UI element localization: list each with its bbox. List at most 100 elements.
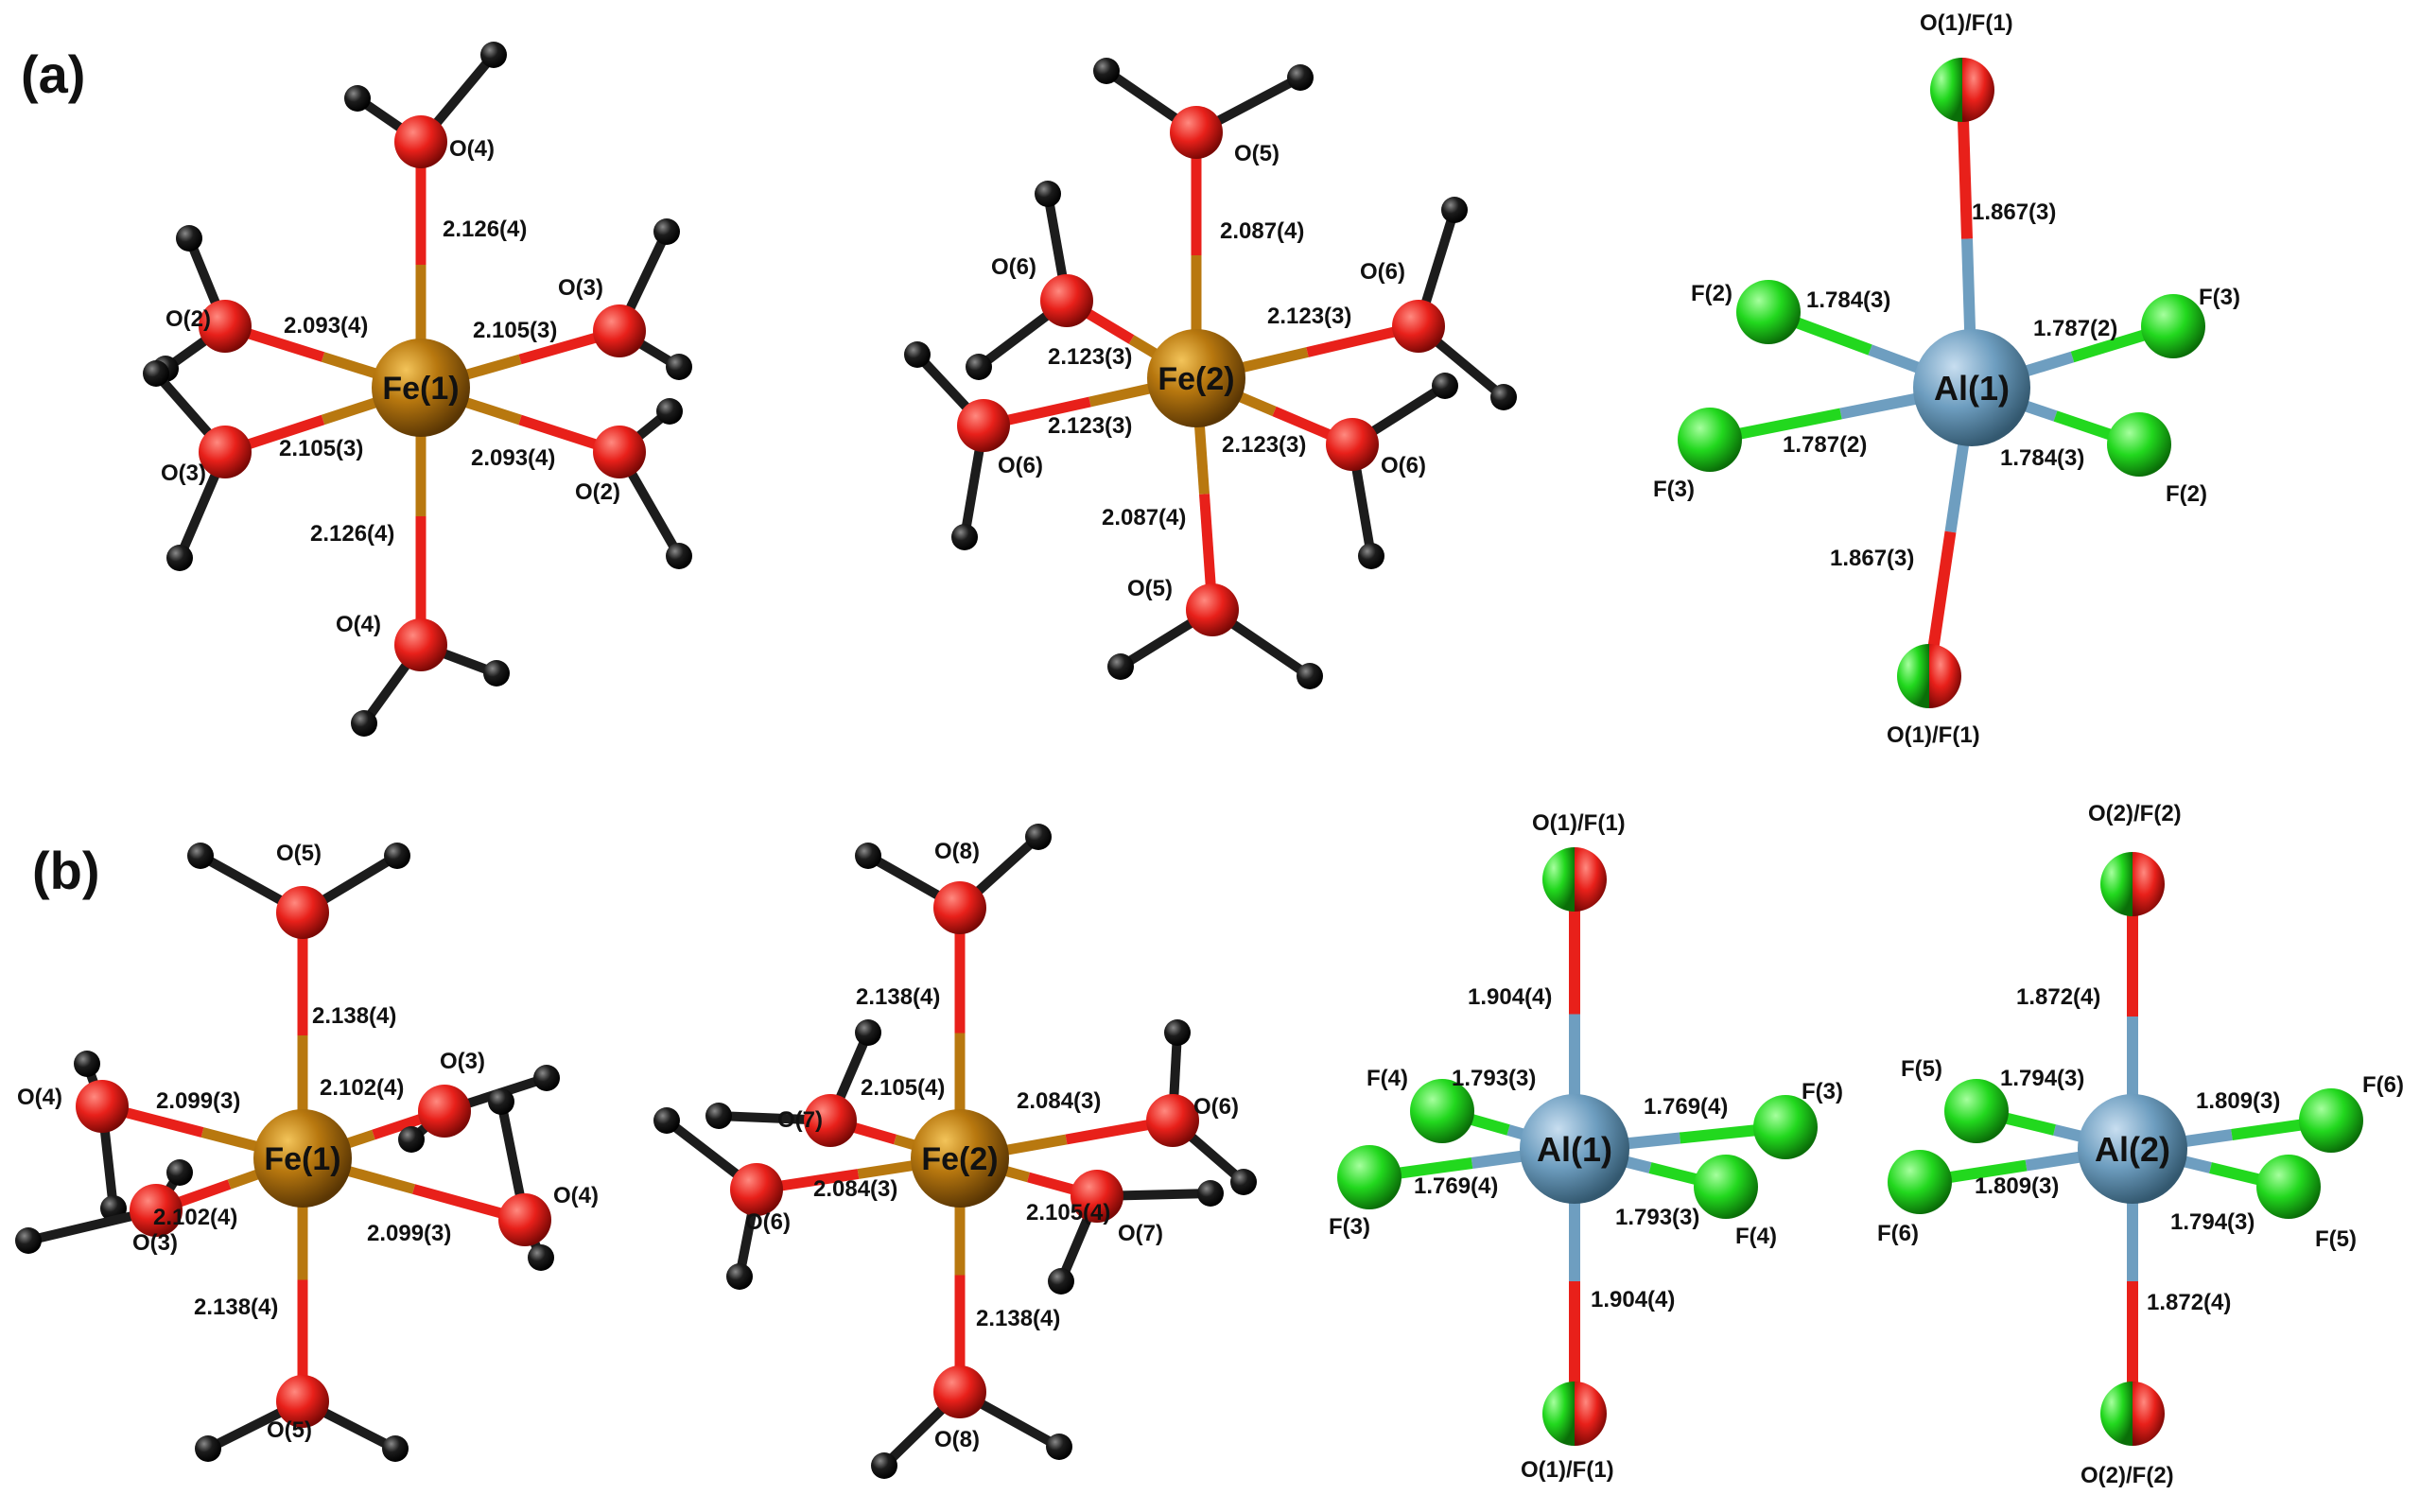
panel-a-cluster-2-bond-length-1: 1.784(3) [1806,287,1890,313]
hydrogen-layer [15,42,1517,1479]
panel-b-cluster-1-metal-atom [911,1109,1009,1208]
panel-b-cluster-1-metal-label: Fe(2) [921,1141,998,1177]
panel-b-cluster-3-ligand-atom-3 [1888,1150,1952,1214]
panel-label-a: (a) [21,44,85,104]
panel-b-cluster-2-ligand-atom-3 [1337,1145,1402,1209]
panel-b-cluster-2-bond-length-3: 1.769(4) [1414,1173,1498,1199]
panel-b-cluster-1-hydrogen-atom-3-0 [653,1107,680,1134]
panel-a-cluster-0-hydrogen-atom-0-0 [344,85,371,112]
panel-a-cluster-2-ligand-label-4: F(2) [2166,481,2207,507]
panel-b-cluster-1-ligand-label-1: O(7) [777,1107,823,1133]
panel-b-cluster-3-ligand-label-1: F(5) [1901,1056,1942,1082]
panel-a-cluster-0-ligand-label-1: O(2) [165,306,211,332]
panel-a-cluster-1-ligand-label-0: O(5) [1234,141,1280,166]
panel-a-cluster-1-metal-atom [1147,329,1245,427]
panel-b-cluster-2-ligand-label-2: F(3) [1802,1079,1843,1104]
panel-a-cluster-2-bond-length-5: 1.867(3) [1830,546,1914,571]
panel-b-cluster-3-bond-length-4: 1.794(3) [2170,1209,2255,1235]
panel-a-cluster-2-bond-length-4: 1.784(3) [2000,445,2084,471]
panel-b-cluster-0-bond-length-2: 2.102(4) [320,1075,404,1101]
panel-b-cluster-1-bond-length-1: 2.105(4) [861,1075,945,1101]
panel-a-cluster-1-ligand-label-4: O(6) [1381,453,1426,478]
panel-a-cluster-1-bond-length-5: 2.087(4) [1102,505,1186,530]
panel-a-cluster-0-ligand-label-4: O(2) [575,479,620,505]
panel-a-cluster-0-hydrogen-atom-3-0 [143,360,169,387]
panel-a-cluster-0-ligand-atom-5 [394,618,447,671]
panel-b-cluster-2-bond-length-1: 1.793(3) [1452,1066,1536,1091]
panel-b-cluster-3-ligand-atom-2 [2299,1088,2363,1153]
panel-a-cluster-1-bond-length-0: 2.087(4) [1220,218,1304,244]
panel-b-cluster-1-hydrogen-atom-1-1 [705,1103,732,1129]
panel-a-cluster-0-ligand-label-5: O(4) [336,612,381,637]
panel-a-cluster-1-hydrogen-atom-2-1 [1490,384,1517,410]
panel-a-cluster-0-ligand-label-2: O(3) [558,275,603,301]
panel-a-cluster-1-hydrogen-atom-3-1 [951,524,978,550]
panel-b-cluster-1-hydrogen-atom-2-1 [1230,1169,1257,1195]
panel-b-cluster-2-ligand-atom-2 [1753,1095,1818,1159]
panel-b-cluster-1-bond-length-2: 2.084(3) [1017,1088,1101,1114]
panel-b-cluster-3-bond-length-2: 1.809(3) [2196,1088,2280,1114]
panel-b-cluster-1-ligand-atom-2 [1146,1094,1199,1147]
panel-b-cluster-3-ligand-atom-0-fluorine-half [2100,852,2133,916]
panel-a-cluster-1-hydrogen-atom-0-0 [1093,58,1120,84]
panel-a-cluster-0-ligand-atom-0 [394,115,447,168]
bond-layer [100,89,2332,1414]
panel-b-cluster-0-hydrogen-atom-2-1 [398,1126,425,1153]
panel-a-cluster-1-ligand-atom-0 [1170,106,1223,159]
panel-b-cluster-1-ligand-atom-4 [1071,1170,1123,1223]
panel-a-cluster-0-ligand-atom-4 [593,426,646,478]
panel-b-cluster-3-ligand-atom-5-oxygen-half [2133,1382,2165,1446]
panel-a-cluster-1-ligand-label-1: O(6) [991,254,1036,280]
panel-b-cluster-2-bond-length-5: 1.904(4) [1591,1287,1675,1312]
panel-b-cluster-2-ligand-atom-0-fluorine-half [1542,847,1575,912]
panel-a-cluster-0-bond-length-2: 2.105(3) [473,318,557,343]
panel-b-cluster-1-hydrogen-atom-5-0 [871,1452,897,1479]
panel-b-cluster-2-ligand-atom-0-oxygen-half [1575,847,1607,912]
panel-a-cluster-1-bond-length-1: 2.123(3) [1048,344,1132,370]
panel-a-cluster-2-metal-atom [1913,329,2030,446]
panel-a-cluster-2-ligand-atom-0-fluorine-half [1930,58,1962,122]
panel-b-cluster-1-bond-length-4: 2.105(4) [1026,1200,1110,1225]
atom-layer [76,58,2363,1446]
panel-b-cluster-1-hydrogen-atom-2-0 [1164,1019,1191,1046]
panel-a-cluster-0-hydrogen-atom-3-1 [166,545,193,571]
panel-a-cluster-0-hydrogen-atom-2-1 [666,354,692,380]
panel-a-cluster-0-ligand-label-3: O(3) [161,461,206,486]
panel-a-cluster-2-metal-label: Al(1) [1934,369,2010,408]
panel-a-cluster-2-ligand-atom-5-oxygen-half [1929,644,1961,708]
panel-a-cluster-1-hydrogen-atom-4-1 [1358,543,1384,569]
panel-b-cluster-0-hydrogen-atom-0-1 [384,843,410,869]
panel-b-cluster-2-bond-length-0: 1.904(4) [1468,984,1552,1010]
panel-a-cluster-2-bond-length-3: 1.787(2) [1783,432,1867,458]
panel-a-cluster-2-ligand-label-5: O(1)/F(1) [1887,722,1980,748]
panel-b-cluster-0-bond-length-4: 2.099(3) [367,1221,451,1246]
panel-b-cluster-0-metal-atom [253,1109,352,1208]
panel-b-cluster-3-ligand-atom-0 [2100,852,2165,916]
panel-b-cluster-1-bond-length-0: 2.138(4) [856,984,940,1010]
panel-a-cluster-0-hydrogen-atom-0-1 [480,42,507,68]
panel-b-cluster-3-ligand-label-4: F(5) [2315,1226,2357,1252]
panel-b-cluster-0-ligand-atom-5 [276,1375,329,1428]
panel-b-cluster-0-bond-length-1: 2.099(3) [156,1088,240,1114]
panel-b-cluster-2-ligand-atom-5-oxygen-half [1575,1382,1607,1446]
panel-a-cluster-1-hydrogen-atom-2-0 [1441,197,1468,223]
panel-b-cluster-0-ligand-label-5: O(5) [267,1417,312,1443]
panel-b-cluster-2-ligand-label-3: F(3) [1329,1214,1370,1240]
panel-a-cluster-1-bond-length-2: 2.123(3) [1267,304,1351,329]
panel-b-cluster-0-bond-length-0: 2.138(4) [312,1003,396,1029]
panel-a-cluster-1-ligand-atom-5 [1186,583,1239,636]
panel-b-cluster-2-ligand-atom-0 [1542,847,1607,912]
panel-b-cluster-1-hydrogen-atom-1-0 [855,1019,881,1046]
panel-b-cluster-1-hydrogen-atom-3-1 [726,1263,753,1290]
panel-a-cluster-1-ligand-atom-2 [1392,300,1445,353]
panel-b-cluster-0-ligand-label-3: O(3) [132,1230,178,1256]
panel-b-cluster-3-ligand-atom-0-oxygen-half [2133,852,2165,916]
panel-b-cluster-2-ligand-atom-5 [1542,1382,1607,1446]
panel-a-cluster-2-ligand-atom-2 [2141,294,2205,358]
panel-a-cluster-2-bond-length-2: 1.787(2) [2033,316,2117,341]
panel-a-cluster-1-metal-label: Fe(2) [1158,361,1234,397]
panel-b-cluster-3-bond-length-3: 1.809(3) [1975,1173,2059,1199]
panel-a-cluster-2-bond-length-0: 1.867(3) [1972,200,2056,225]
panel-b-cluster-3-ligand-atom-4 [2256,1155,2321,1219]
